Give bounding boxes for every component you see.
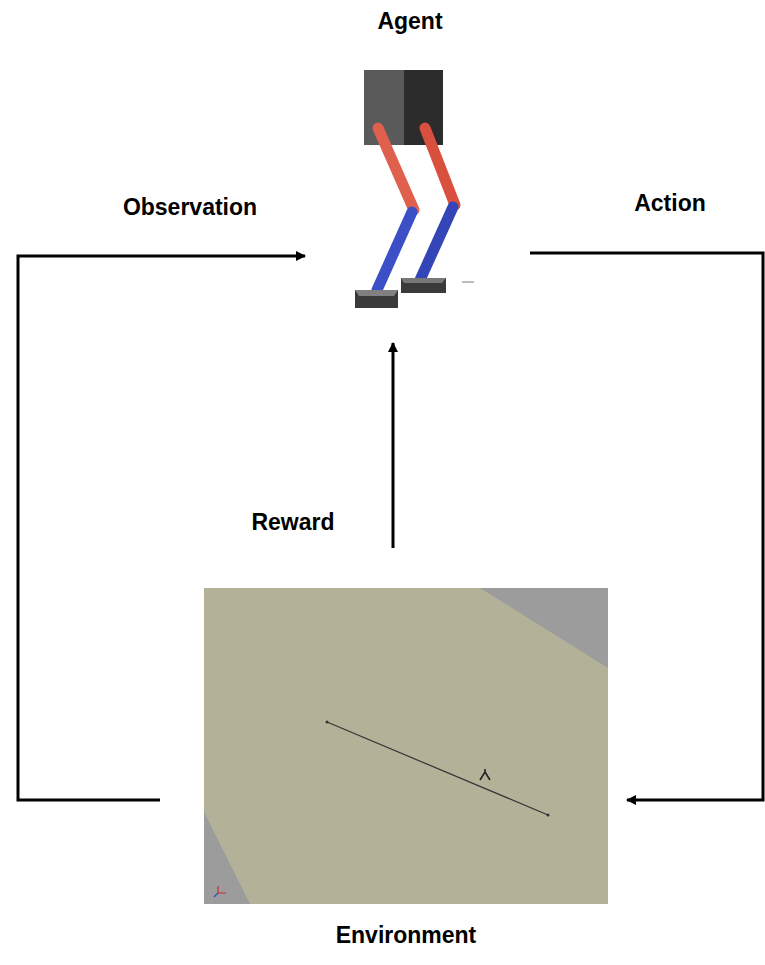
edge-label: Action [632,190,708,217]
flow-arrow [392,343,395,548]
agent-node: Agent [340,60,480,315]
environment-node: Environment [204,588,608,904]
edge-label: Reward [249,509,336,536]
node-heading: Environment [336,922,477,949]
node-heading: Agent [377,8,442,35]
flow-arrow [530,253,763,800]
environment-picture [204,588,608,904]
robot-illustration [355,70,474,308]
edge-label: Observation [121,194,259,221]
